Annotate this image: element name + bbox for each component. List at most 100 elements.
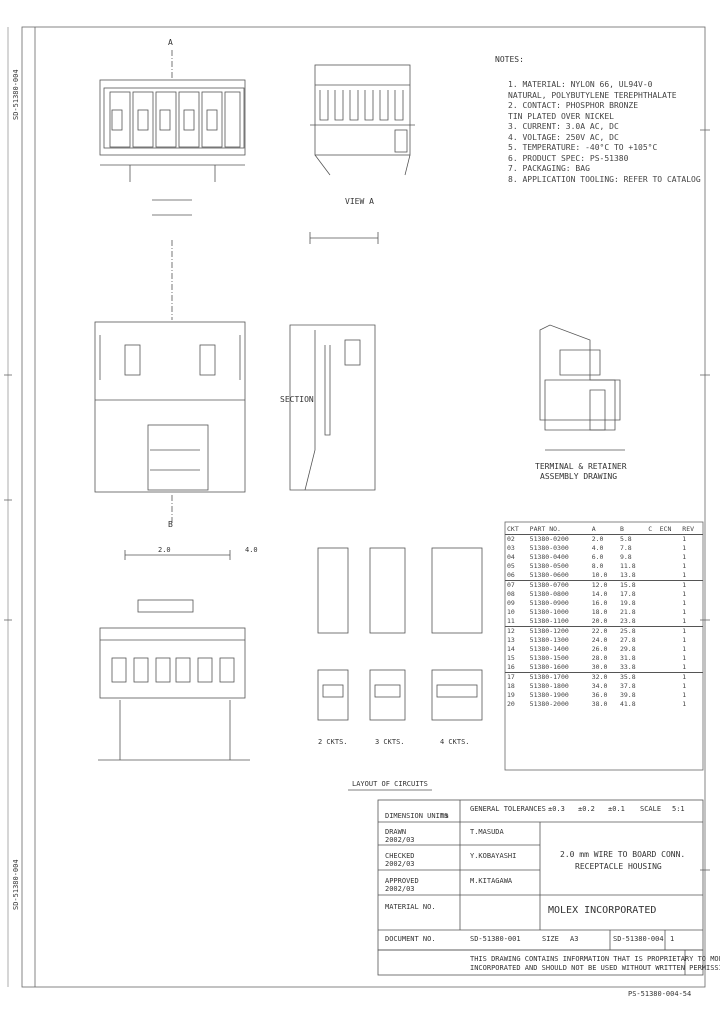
assembly-caption-1: TERMINAL & RETAINER <box>535 462 627 471</box>
units-label: DIMENSION UNITS <box>385 812 449 820</box>
table-cell: 20.0 <box>591 617 608 625</box>
table-cell: 1 <box>682 535 687 543</box>
table-cell: 8.0 <box>591 562 604 570</box>
table-cell: 51380-1200 <box>527 626 590 636</box>
table-cell <box>646 535 657 545</box>
footer-line-1: THIS DRAWING CONTAINS INFORMATION THAT I… <box>470 955 720 963</box>
table-cell: 12.0 <box>589 580 618 590</box>
table-cell: 05 <box>507 562 515 570</box>
table-cell: 51380-1300 <box>529 636 569 644</box>
table-cell: 1 <box>682 617 687 625</box>
table-cell: 23.8 <box>619 617 636 625</box>
size-value: A3 <box>570 935 579 943</box>
table-cell: 12 <box>505 626 528 636</box>
table-cell: 18.0 <box>591 608 608 616</box>
table-cell <box>658 663 681 673</box>
table-cell <box>658 636 681 645</box>
table-cell <box>658 553 681 562</box>
scale-value: 5:1 <box>672 805 685 813</box>
scale-label: SCALE <box>640 805 662 813</box>
table-cell: 39.8 <box>619 691 636 699</box>
table-cell: 30.0 <box>591 663 608 671</box>
units-value: mm <box>440 812 449 820</box>
table-cell: 20 <box>507 700 515 708</box>
table-cell <box>658 535 681 545</box>
table-cell <box>646 700 657 709</box>
table-header-cell: B <box>617 525 647 535</box>
rev-table-frame <box>504 521 704 771</box>
table-cell: 1 <box>682 700 687 708</box>
table-cell: 51380-0700 <box>527 580 590 590</box>
sheet-no: 1 <box>670 935 675 943</box>
table-cell: 34.0 <box>591 682 608 690</box>
table-cell: 1 <box>682 553 687 561</box>
table-cell: 21.8 <box>619 608 636 616</box>
material-no: SD-51380-001 <box>470 935 521 943</box>
table-cell: 6.0 <box>591 553 604 561</box>
table-cell: 18 <box>507 682 515 690</box>
note-line: 2. CONTACT: PHOSPHOR BRONZE <box>508 101 639 110</box>
table-cell: 1 <box>682 691 687 699</box>
table-cell <box>646 682 657 691</box>
circuits-4-label: 4 CKTS. <box>440 738 470 746</box>
table-cell: 51380-0200 <box>529 535 569 543</box>
checked-label: CHECKED <box>385 852 415 860</box>
table-cell: 35.8 <box>617 672 647 682</box>
table-cell <box>646 590 657 599</box>
table-cell: 25.8 <box>617 626 647 636</box>
title-line-2: RECEPTACLE HOUSING <box>575 862 662 871</box>
table-cell: 38.0 <box>591 700 608 708</box>
table-cell: 1 <box>682 590 687 598</box>
table-cell: 51380-0300 <box>529 544 569 552</box>
table-cell <box>646 580 658 590</box>
table-cell: 1 <box>682 599 687 607</box>
table-cell: 9.8 <box>619 553 632 561</box>
table-cell <box>646 562 657 571</box>
table-cell <box>658 608 681 617</box>
circuits-3-label: 3 CKTS. <box>375 738 405 746</box>
note-line: NATURAL, POLYBUTYLENE TEREPHTHALATE <box>508 90 677 100</box>
footer-line-2: INCORPORATED AND SHOULD NOT BE USED WITH… <box>470 964 720 972</box>
table-cell <box>646 636 657 645</box>
table-cell: 51380-0900 <box>529 599 569 607</box>
assembly-detail <box>539 324 625 451</box>
table-cell: 07 <box>505 580 528 590</box>
table-cell: 13.8 <box>619 571 636 579</box>
table-cell <box>658 562 681 571</box>
table-cell <box>657 672 681 682</box>
datum-a-label: A <box>168 38 173 47</box>
table-header-cell: ECN <box>657 525 681 535</box>
table-cell: 1 <box>682 636 687 644</box>
table-cell <box>657 626 681 636</box>
table-cell: 51380-1500 <box>529 654 569 662</box>
general-tol-label: GENERAL TOLERANCES <box>470 805 546 813</box>
note-line: 1. MATERIAL: NYLON 66, UL94V-0 <box>508 80 653 89</box>
table-cell: 7.8 <box>619 544 632 552</box>
layout-caption: LAYOUT OF CIRCUITS <box>352 780 428 788</box>
table-header-cell: PART NO. <box>527 525 590 535</box>
table-cell: 03 <box>507 544 515 552</box>
table-cell <box>646 544 657 553</box>
table-cell: 1 <box>680 626 703 636</box>
table-cell <box>658 682 681 691</box>
table-cell: 1 <box>680 672 703 682</box>
table-cell: 2.0 <box>591 535 604 543</box>
note-line: 8. APPLICATION TOOLING: REFER TO CATALOG <box>508 174 701 184</box>
margin-label-bottom: SD-51380-004 <box>12 859 20 910</box>
table-cell: 4.0 <box>591 544 604 552</box>
table-cell: 15 <box>507 654 515 662</box>
table-cell <box>646 663 657 673</box>
